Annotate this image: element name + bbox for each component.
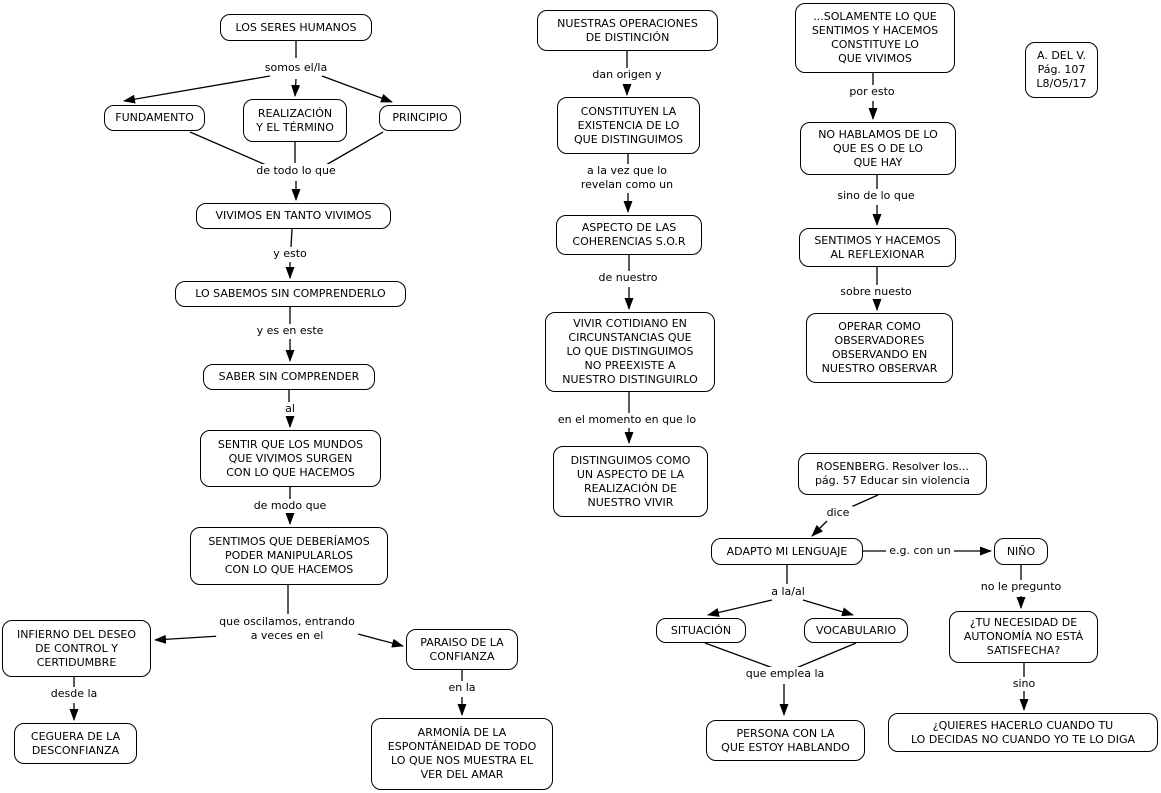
- link-label-que-emplea-la[interactable]: que emplea la: [742, 667, 828, 681]
- concept-node-infierno-del-deseo[interactable]: INFIERNO DEL DESEO DE CONTROL Y CERTIDUM…: [2, 620, 151, 677]
- link-label-y-esto[interactable]: y esto: [270, 247, 310, 261]
- link-label-a-la-vez-que-lo[interactable]: a la vez que lo revelan como un: [577, 164, 677, 192]
- link-label-sino-de-lo-que[interactable]: sino de lo que: [834, 189, 918, 203]
- edge-line: [850, 494, 879, 508]
- concept-node-nino[interactable]: NIÑO: [994, 538, 1048, 565]
- link-label-no-le-pregunto[interactable]: no le pregunto: [977, 580, 1065, 594]
- edge-line: [154, 634, 221, 644]
- edge-line: [123, 75, 271, 104]
- edge-line: [291, 78, 301, 97]
- concept-node-tu-necesidad[interactable]: ¿TU NECESIDAD DE AUTONOMÍA NO ESTÁ SATIS…: [949, 611, 1098, 663]
- concept-node-paraiso-de-la-confianza[interactable]: PARAISO DE LA CONFIANZA: [406, 629, 518, 670]
- concept-node-quieres-hacerlo[interactable]: ¿QUIERES HACERLO CUANDO TU LO DECIDAS NO…: [888, 713, 1158, 752]
- link-label-a-la-al[interactable]: a la/al: [768, 585, 808, 599]
- concept-node-operar-como-observadores[interactable]: OPERAR COMO OBSERVADORES OBSERVANDO EN N…: [806, 313, 953, 383]
- concept-node-nuestras-operaciones[interactable]: NUESTRAS OPERACIONES DE DISTINCIÓN: [537, 10, 718, 51]
- link-label-en-la[interactable]: en la: [445, 681, 479, 695]
- concept-node-rosenberg-cita[interactable]: ROSENBERG. Resolver los... pág. 57 Educa…: [798, 453, 987, 495]
- concept-node-a-del-v-cita[interactable]: A. DEL V. Pág. 107 L8/O5/17: [1025, 42, 1098, 98]
- link-label-somos-el-la[interactable]: somos el/la: [261, 61, 331, 75]
- edge-line: [707, 599, 773, 617]
- edge-line: [290, 228, 293, 248]
- concept-node-persona-con-la-que[interactable]: PERSONA CON LA QUE ESTOY HABLANDO: [706, 720, 865, 761]
- edge-line: [357, 633, 404, 648]
- concept-node-distinguimos-como[interactable]: DISTINGUIMOS COMO UN ASPECTO DE LA REALI…: [553, 446, 708, 517]
- concept-node-ceguera-de-la-desconfianza[interactable]: CEGUERA DE LA DESCONFIANZA: [14, 723, 137, 764]
- concept-node-armonia-de-la-espontaneidad[interactable]: ARMONÍA DE LA ESPONTÁNEIDAD DE TODO LO Q…: [371, 718, 553, 790]
- concept-node-los-seres-humanos[interactable]: LOS SERES HUMANOS: [220, 14, 372, 41]
- concept-node-sentimos-que-deberiamos[interactable]: SENTIMOS QUE DEBERÍAMOS PODER MANIPULARL…: [190, 527, 388, 585]
- link-label-sino[interactable]: sino: [1009, 677, 1039, 691]
- link-label-al[interactable]: al: [282, 402, 298, 416]
- concept-node-adapto-mi-lenguaje[interactable]: ADAPTO MI LENGUAJE: [711, 538, 863, 565]
- concept-node-lo-sabemos-sin-comprenderlo[interactable]: LO SABEMOS SIN COMPRENDERLO: [175, 281, 406, 307]
- link-label-de-nuestro[interactable]: de nuestro: [595, 271, 661, 285]
- link-label-eg-con-un[interactable]: e.g. con un: [886, 544, 954, 558]
- edge-line: [802, 599, 854, 617]
- link-label-dice[interactable]: dice: [823, 506, 853, 520]
- concept-node-situacion[interactable]: SITUACIÓN: [656, 618, 746, 643]
- concept-node-sentimos-y-hacemos[interactable]: SENTIMOS Y HACEMOS AL REFLEXIONAR: [799, 228, 956, 267]
- link-label-de-todo-lo-que[interactable]: de todo lo que: [253, 164, 339, 178]
- concept-node-constituyen-la-existencia[interactable]: CONSTITUYEN LA EXISTENCIA DE LO QUE DIST…: [557, 97, 700, 154]
- concept-node-no-hablamos[interactable]: NO HABLAMOS DE LO QUE ES O DE LO QUE HAY: [800, 122, 956, 175]
- concept-node-solamente-lo-que[interactable]: ...SOLAMENTE LO QUE SENTIMOS Y HACEMOS C…: [795, 3, 955, 73]
- link-label-en-el-momento[interactable]: en el momento en que lo: [554, 413, 700, 427]
- link-label-de-modo-que[interactable]: de modo que: [250, 499, 330, 513]
- concept-node-realizacion-y-el-termino[interactable]: REALIZACIÓN Y EL TÉRMINO: [243, 99, 347, 142]
- concept-node-aspecto-de-las-coherencias[interactable]: ASPECTO DE LAS COHERENCIAS S.O.R: [556, 215, 702, 255]
- edge-line: [811, 520, 828, 537]
- concept-node-vivimos-en-tanto-vivimos[interactable]: VIVIMOS EN TANTO VIVIMOS: [196, 203, 391, 229]
- link-label-dan-origen-y[interactable]: dan origen y: [589, 68, 665, 82]
- concept-node-vivir-cotidiano[interactable]: VIVIR COTIDIANO EN CIRCUNSTANCIAS QUE LO…: [545, 312, 715, 392]
- concept-node-vocabulario[interactable]: VOCABULARIO: [804, 618, 908, 643]
- concept-node-fundamento[interactable]: FUNDAMENTO: [104, 105, 205, 131]
- link-label-desde-la[interactable]: desde la: [47, 687, 101, 701]
- concept-node-principio[interactable]: PRINCIPIO: [379, 105, 461, 131]
- link-label-por-esto[interactable]: por esto: [846, 85, 898, 99]
- link-label-sobre-nuesto[interactable]: sobre nuesto: [837, 285, 915, 299]
- link-label-que-oscilamos[interactable]: que oscilamos, entrando a veces en el: [216, 615, 358, 643]
- concept-node-sentir-que-los-mundos[interactable]: SENTIR QUE LOS MUNDOS QUE VIVIMOS SURGEN…: [200, 430, 381, 487]
- concept-node-saber-sin-comprender[interactable]: SABER SIN COMPRENDER: [203, 364, 375, 390]
- link-label-y-es-en-este[interactable]: y es en este: [253, 324, 327, 338]
